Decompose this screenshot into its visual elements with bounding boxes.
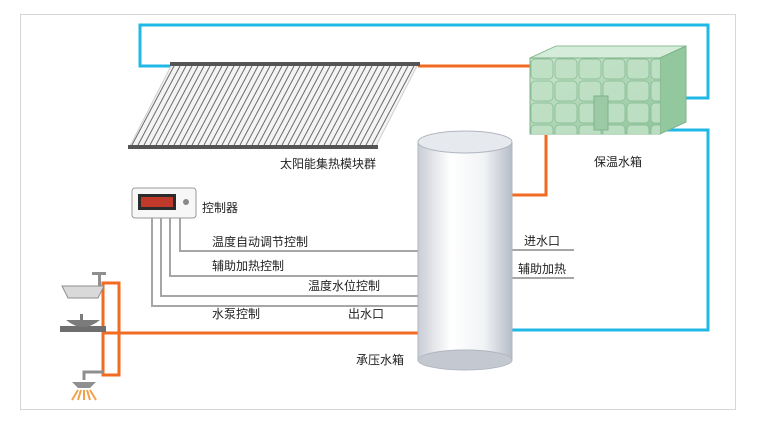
- shower-icon: [71, 370, 103, 401]
- insulated-tank-label: 保温水箱: [594, 155, 643, 169]
- controller-icon: [131, 187, 197, 219]
- hot-water-pipe: [103, 64, 548, 335]
- control-wires: [151, 218, 574, 307]
- sink-icon: [61, 272, 106, 299]
- pressure-tank-label: 承压水箱: [356, 353, 405, 367]
- aux-heat-control-label: 辅助加热控制: [212, 259, 285, 273]
- pump-control-label: 水泵控制: [212, 307, 261, 321]
- temp-auto-control-label: 温度自动调节控制: [212, 235, 309, 249]
- outlet-label: 出水口: [348, 307, 385, 321]
- stove-icon: [60, 314, 106, 332]
- cold-water-pipe: [138, 23, 710, 332]
- temp-level-control-label: 温度水位控制: [308, 279, 381, 293]
- solar-collectors-label: 太阳能集热模块群: [280, 157, 377, 171]
- insulated-water-tank-icon: [529, 45, 687, 135]
- pressure-tank-icon: [417, 130, 513, 371]
- inlet-label: 进水口: [524, 234, 561, 248]
- solar-collector-array-icon: [128, 62, 420, 149]
- aux-heating-label: 辅助加热: [518, 262, 567, 276]
- controller-label: 控制器: [202, 201, 239, 215]
